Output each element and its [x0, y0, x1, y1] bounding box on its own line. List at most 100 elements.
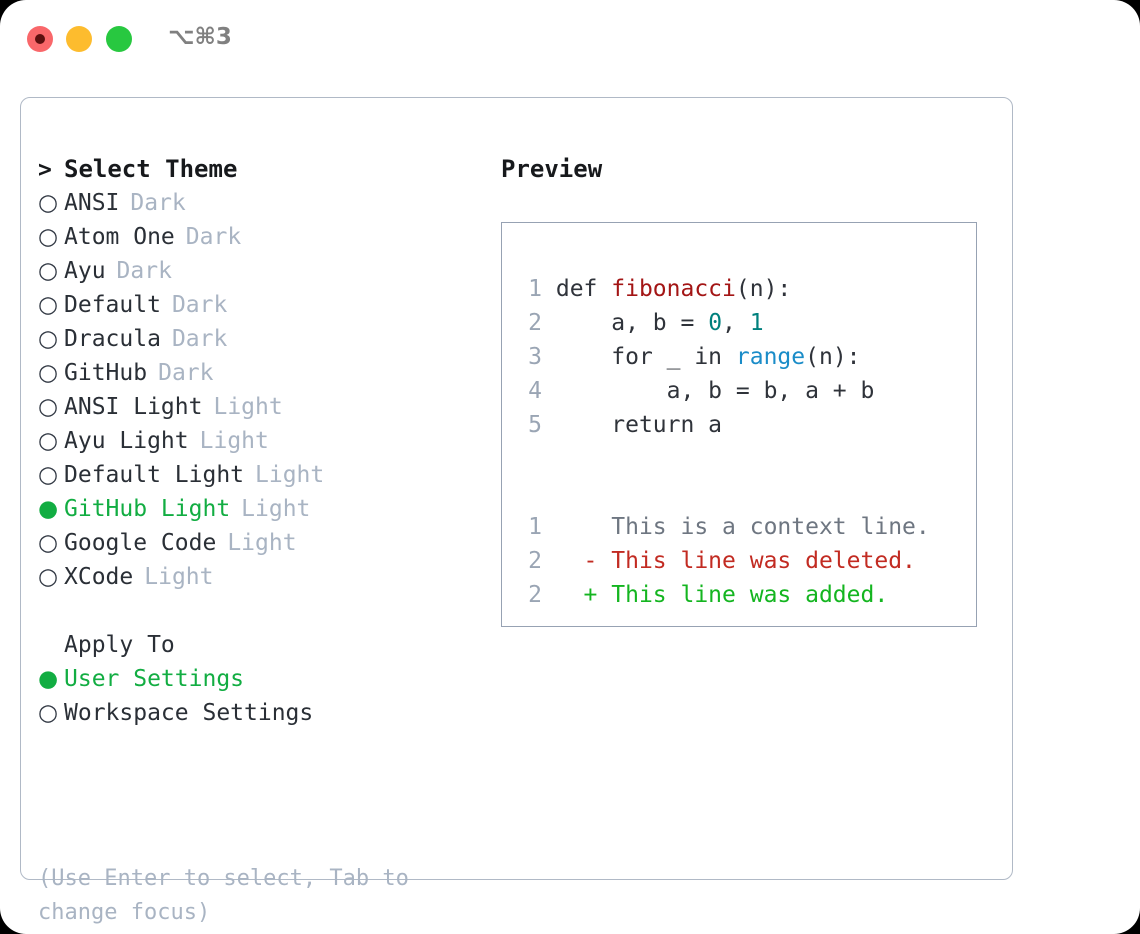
theme-list-item[interactable]: ○Atom One Dark	[38, 220, 498, 254]
apply-to-option-label: User Settings	[64, 666, 245, 692]
theme-name: Atom One	[64, 224, 175, 250]
line-number: 1	[528, 514, 542, 540]
diff-sign: +	[542, 582, 612, 608]
radio-unselected-icon: ○	[38, 224, 59, 250]
code-token: 0	[708, 310, 723, 336]
theme-name: Default	[64, 292, 161, 318]
line-number: 2	[528, 582, 542, 608]
code-token: range	[735, 344, 806, 370]
blank-line	[520, 476, 930, 510]
radio-selected-icon: ●	[38, 496, 59, 522]
theme-name: GitHub Light	[64, 496, 231, 522]
radio-unselected-icon: ○	[38, 428, 59, 454]
theme-variant-tag: Light	[241, 496, 311, 522]
code-token: return a	[555, 412, 723, 438]
radio-unselected-icon: ○	[38, 564, 59, 590]
code-line: 1 def fibonacci(n):	[520, 272, 930, 306]
blank-line	[520, 442, 930, 476]
apply-to-marker-placeholder	[38, 628, 64, 662]
theme-list-item[interactable]: ●GitHub Light Light	[38, 492, 498, 526]
keyboard-shortcut-label: ⌥⌘3	[168, 24, 232, 50]
radio-unselected-icon: ○	[38, 462, 59, 488]
theme-list-item[interactable]: ○ANSI Light Light	[38, 390, 498, 424]
code-token: ,	[722, 310, 750, 336]
preview-column: Preview 1 def fibonacci(n):2 a, b = 0, 1…	[501, 152, 991, 627]
code-token: a, b =	[555, 310, 709, 336]
minimize-window-button[interactable]	[66, 26, 92, 52]
theme-name: ANSI	[64, 190, 120, 216]
line-number: 4	[528, 378, 542, 404]
select-theme-header: > Select Theme	[38, 152, 498, 186]
theme-name: ANSI Light	[64, 394, 203, 420]
diff-line: 1 This is a context line.	[520, 510, 930, 544]
code-line: 3 for _ in range(n):	[520, 340, 930, 374]
diff-text: This is a context line.	[611, 514, 930, 540]
theme-variant-tag: Dark	[130, 190, 186, 216]
theme-list-item[interactable]: ○XCode Light	[38, 560, 498, 594]
theme-variant-tag: Dark	[171, 292, 228, 318]
apply-to-header: Apply To	[38, 628, 498, 662]
theme-name: Default Light	[64, 462, 245, 488]
theme-list-item[interactable]: ○Default Light Light	[38, 458, 498, 492]
title-bar: ⌥⌘3	[0, 0, 1140, 78]
code-token: (n):	[805, 344, 861, 370]
code-token: def	[555, 276, 612, 302]
line-number: 2	[528, 310, 542, 336]
line-number: 1	[528, 276, 542, 302]
diff-sign	[542, 514, 611, 540]
code-token: fibonacci	[611, 276, 736, 302]
radio-unselected-icon: ○	[38, 394, 59, 420]
code-token: for _ in	[555, 344, 736, 370]
diff-sign: -	[542, 548, 612, 574]
code-token: (n):	[735, 276, 792, 302]
theme-variant-tag: Light	[213, 394, 283, 420]
code-token: a, b = b, a + b	[555, 378, 875, 404]
radio-unselected-icon: ○	[38, 258, 59, 284]
line-number: 3	[528, 344, 542, 370]
theme-variant-tag: Light	[199, 428, 269, 454]
radio-unselected-icon: ○	[38, 190, 59, 216]
theme-variant-tag: Light	[255, 462, 325, 488]
radio-unselected-icon: ○	[38, 326, 59, 352]
line-number: 2	[528, 548, 542, 574]
diff-text: This line was deleted.	[611, 548, 916, 574]
list-spacer	[38, 594, 498, 628]
help-hint-text: (Use Enter to select, Tab to change focu…	[38, 866, 423, 925]
radio-selected-icon: ●	[38, 666, 59, 692]
diff-text: This line was added.	[611, 582, 889, 608]
theme-name: GitHub	[64, 360, 148, 386]
theme-name: Dracula	[64, 326, 161, 352]
code-line: 2 a, b = 0, 1	[520, 306, 930, 340]
maximize-window-button[interactable]	[106, 26, 132, 52]
theme-variant-tag: Dark	[116, 258, 172, 284]
theme-list-item[interactable]: ○ANSI Dark	[38, 186, 498, 220]
radio-unselected-icon: ○	[38, 530, 59, 556]
apply-to-item[interactable]: ●User Settings	[38, 662, 498, 696]
code-token: 1	[749, 310, 764, 336]
theme-name: XCode	[64, 564, 134, 590]
caret-icon: >	[38, 157, 52, 183]
apply-to-label: Apply To	[64, 632, 175, 658]
theme-name: Ayu	[64, 258, 106, 284]
code-line: 4 a, b = b, a + b	[520, 374, 930, 408]
diff-line: 2 - This line was deleted.	[520, 544, 930, 578]
close-icon	[35, 34, 45, 44]
apply-to-item[interactable]: ○Workspace Settings	[38, 696, 498, 730]
theme-list-item[interactable]: ○Ayu Dark	[38, 254, 498, 288]
radio-unselected-icon: ○	[38, 360, 59, 386]
close-window-button[interactable]	[27, 26, 53, 52]
theme-variant-tag: Dark	[185, 224, 242, 250]
diff-line: 2 + This line was added.	[520, 578, 930, 612]
theme-variant-tag: Light	[144, 564, 214, 590]
